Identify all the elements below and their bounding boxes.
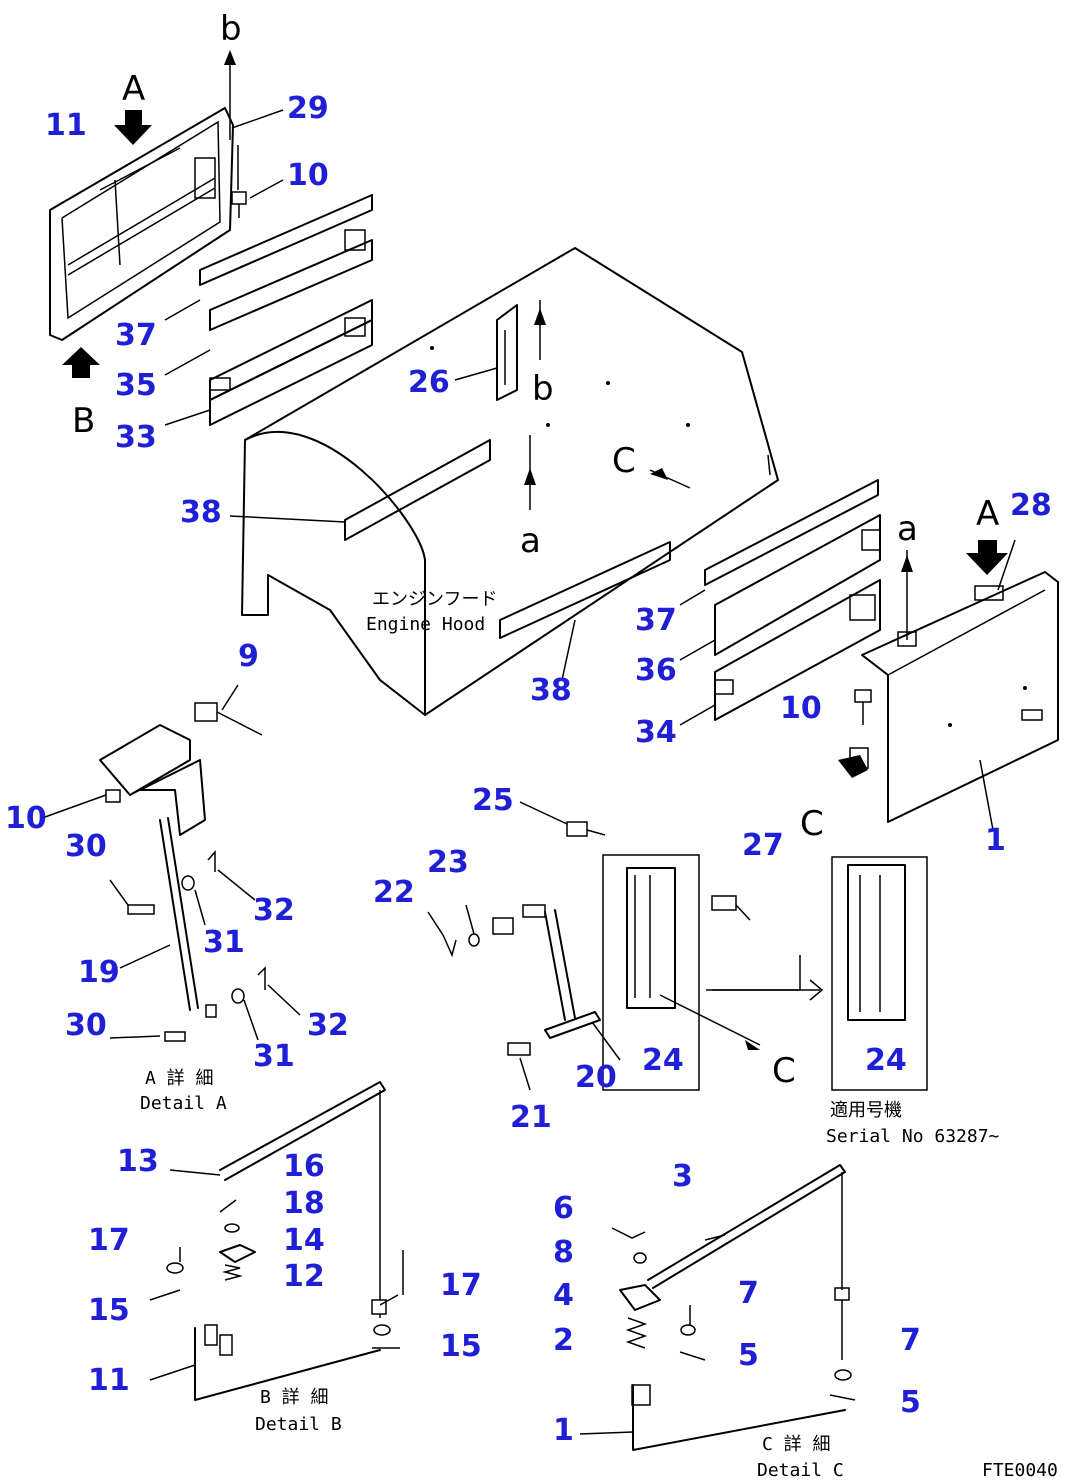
callout-3: 3	[672, 1159, 693, 1194]
callout-24-left: 24	[642, 1043, 684, 1078]
callout-32-top: 32	[253, 893, 295, 928]
callout-27: 27	[742, 828, 784, 863]
callout-33: 33	[115, 420, 157, 455]
callout-11-top: 11	[45, 108, 87, 143]
letter-c-bracket: C	[772, 1051, 796, 1091]
arrow-a-lower	[897, 550, 917, 647]
bolt-10-right	[854, 689, 872, 725]
callout-9: 9	[238, 639, 259, 674]
view-arrow-b-left	[62, 347, 100, 378]
callout-1-top: 1	[985, 823, 1006, 858]
callout-11-bottom: 11	[88, 1363, 130, 1398]
callout-37-left: 37	[115, 318, 157, 353]
arrow-to-serial	[706, 979, 824, 1001]
callout-13: 13	[117, 1144, 159, 1179]
lever-assembly	[427, 801, 621, 1091]
callout-32-bottom: 32	[307, 1008, 349, 1043]
hinge-28	[997, 539, 1016, 591]
drawing-code: FTE0040	[982, 1460, 1058, 1481]
side-door-right	[861, 571, 1059, 831]
bracket-24-serial	[831, 856, 928, 1091]
callout-5-right: 5	[900, 1385, 921, 1420]
seal-strips-left	[164, 194, 373, 426]
view-letters: A B b b a C A a C C	[72, 9, 999, 1091]
callout-21: 21	[510, 1100, 552, 1135]
callout-30-bottom: 30	[65, 1008, 107, 1043]
detail-b-assembly	[149, 1081, 404, 1401]
callout-37-right: 37	[635, 603, 677, 638]
callout-28: 28	[1010, 488, 1052, 523]
callout-8: 8	[553, 1235, 574, 1270]
callout-35: 35	[115, 368, 157, 403]
callout-30-top: 30	[65, 829, 107, 864]
view-arrow-a-top	[114, 110, 152, 145]
callout-2: 2	[553, 1323, 574, 1358]
detail-a-label-en: Detail A	[140, 1093, 227, 1114]
text-labels: エンジンフード Engine Hood A 詳 細 Detail A B 詳 細…	[140, 589, 1058, 1481]
callout-34: 34	[635, 715, 677, 750]
callout-15-left: 15	[88, 1293, 130, 1328]
callout-22: 22	[373, 875, 415, 910]
callout-6: 6	[553, 1191, 574, 1226]
letter-a-right: A	[976, 494, 999, 534]
callout-19: 19	[78, 955, 120, 990]
callout-23: 23	[427, 845, 469, 880]
hood-label-jp: エンジンフード	[372, 589, 497, 610]
callout-20: 20	[575, 1060, 617, 1095]
callout-17-left: 17	[88, 1223, 130, 1258]
arrow-c-right	[838, 747, 869, 778]
bracket-24-box	[602, 854, 801, 1091]
callout-36: 36	[635, 653, 677, 688]
callout-16: 16	[283, 1149, 325, 1184]
callout-15-right: 15	[440, 1329, 482, 1364]
letter-c-right: C	[800, 804, 824, 844]
callout-10-top: 10	[287, 158, 329, 193]
detail-c-label-en: Detail C	[757, 1460, 844, 1481]
letter-b-top: b	[220, 9, 242, 49]
callout-17-right: 17	[440, 1268, 482, 1303]
callout-18: 18	[283, 1186, 325, 1221]
callout-4: 4	[553, 1278, 574, 1313]
callout-24-right: 24	[865, 1043, 907, 1078]
detail-b-label-jp: B 詳 細	[260, 1387, 329, 1408]
side-door-left	[49, 107, 234, 341]
callout-14: 14	[283, 1223, 325, 1258]
callout-26: 26	[408, 365, 450, 400]
part-29-bracket	[224, 50, 284, 140]
detail-c-label-jp: C 詳 細	[762, 1434, 831, 1455]
callout-5-left: 5	[738, 1338, 759, 1373]
detail-c-assembly	[579, 1164, 856, 1451]
callout-7-right: 7	[900, 1323, 921, 1358]
callout-38-left: 38	[180, 495, 222, 530]
detail-a-label-jp: A 詳 細	[145, 1068, 214, 1089]
callout-29: 29	[287, 91, 329, 126]
arrow-a-right	[966, 540, 1008, 575]
serial-label-jp: 適用号機	[830, 1100, 902, 1121]
callout-1-bottom: 1	[553, 1413, 574, 1448]
serial-label-en: Serial No 63287~	[826, 1126, 1000, 1147]
callout-10-right: 10	[780, 691, 822, 726]
letter-a-lower: a	[897, 509, 918, 549]
seal-strips-right	[679, 479, 881, 726]
callout-12: 12	[283, 1259, 325, 1294]
letter-b-center: b	[532, 369, 554, 409]
detail-a-assembly	[44, 684, 301, 1042]
callout-25: 25	[472, 783, 514, 818]
strip-38-lower	[499, 541, 671, 681]
callout-10-left: 10	[5, 801, 47, 836]
hood-label-en: Engine Hood	[366, 614, 485, 635]
callout-numbers: 11 29 10 37 35 33 26 38 28 37 36 38 34 1…	[5, 91, 1052, 1448]
callout-7-left: 7	[738, 1276, 759, 1311]
letter-a-top: A	[122, 69, 145, 109]
letter-b-left: B	[72, 401, 95, 441]
callout-38-right: 38	[530, 673, 572, 708]
detail-b-label-en: Detail B	[255, 1414, 342, 1435]
callout-31-top: 31	[203, 925, 245, 960]
letter-a-center: a	[520, 521, 541, 561]
letter-c-center: C	[612, 441, 636, 481]
bolt-10-top	[231, 145, 284, 218]
callout-31-bottom: 31	[253, 1039, 295, 1074]
engine-hood	[229, 247, 779, 716]
